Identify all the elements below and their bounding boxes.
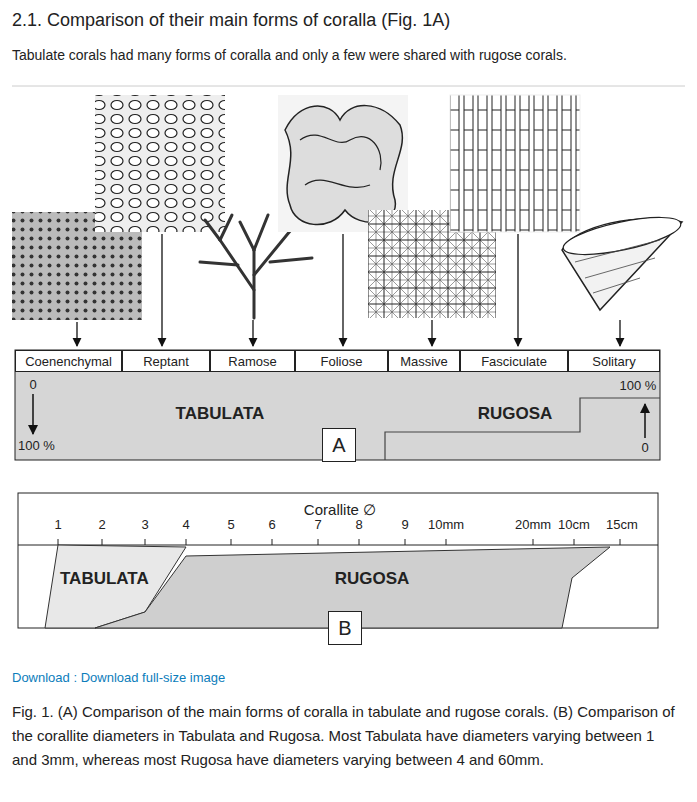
figure-caption: Fig. 1. (A) Comparison of the main forms…	[12, 700, 680, 772]
tick-label: 6	[268, 517, 275, 533]
form-cell: Ramose	[210, 350, 295, 372]
form-cell: Foliose	[295, 350, 388, 372]
box-text: Solitary	[592, 354, 635, 369]
rule-line	[12, 86, 685, 87]
form-cell: Reptant	[122, 350, 210, 372]
group-name: RUGOSA	[478, 404, 553, 424]
tick-label: 3	[141, 517, 148, 533]
axis-value: 100 %	[18, 438, 55, 454]
reptant-figure	[95, 95, 225, 232]
axis-value: 0	[29, 377, 36, 393]
tick-label: 15cm	[606, 517, 638, 533]
tick-label: 7	[314, 517, 321, 533]
form-cell: Fasciculate	[460, 350, 568, 372]
section-heading: 2.1. Comparison of their main forms of c…	[12, 10, 450, 32]
tick-label: 10mm	[428, 517, 464, 533]
group-name: RUGOSA	[335, 569, 410, 589]
panel-letter: A	[322, 428, 356, 462]
tick-label: 5	[227, 517, 234, 533]
tick-label: 9	[401, 517, 408, 533]
fasciculate-figure	[450, 95, 580, 232]
form-cell: Solitary	[568, 350, 660, 372]
panel-letter: B	[328, 611, 362, 645]
axis-value: 0	[641, 440, 648, 456]
box-text: Foliose	[321, 354, 363, 369]
solitary-figure	[560, 210, 683, 310]
box-text: Massive	[400, 354, 448, 369]
panel-b-frame	[18, 493, 658, 628]
tick-label: 2	[98, 517, 105, 533]
axis-value: 100 %	[620, 378, 657, 394]
axis-title: Corallite ∅	[304, 501, 376, 519]
form-cell: Massive	[388, 350, 460, 372]
box-text: Fasciculate	[481, 354, 547, 369]
box-text: Ramose	[228, 354, 276, 369]
subtitle: Tabulate corals had many forms of corall…	[12, 47, 567, 64]
tick-label: 8	[355, 517, 362, 533]
group-name: TABULATA	[60, 569, 149, 589]
tick-label: 20mm	[515, 517, 551, 533]
panel-a-frame	[15, 350, 660, 460]
group-name: TABULATA	[176, 404, 265, 424]
box-text: B	[338, 617, 351, 640]
tick-label: 1	[54, 517, 61, 533]
form-cell: Coenenchymal	[15, 350, 122, 372]
box-text: Coenenchymal	[25, 354, 112, 369]
tick-label: 10cm	[558, 517, 590, 533]
box-text: A	[332, 434, 345, 457]
tick-label: 4	[182, 517, 189, 533]
download-link: Download : Download full-size image	[12, 670, 225, 686]
pointer-arrows	[77, 234, 620, 346]
box-text: Reptant	[143, 354, 189, 369]
